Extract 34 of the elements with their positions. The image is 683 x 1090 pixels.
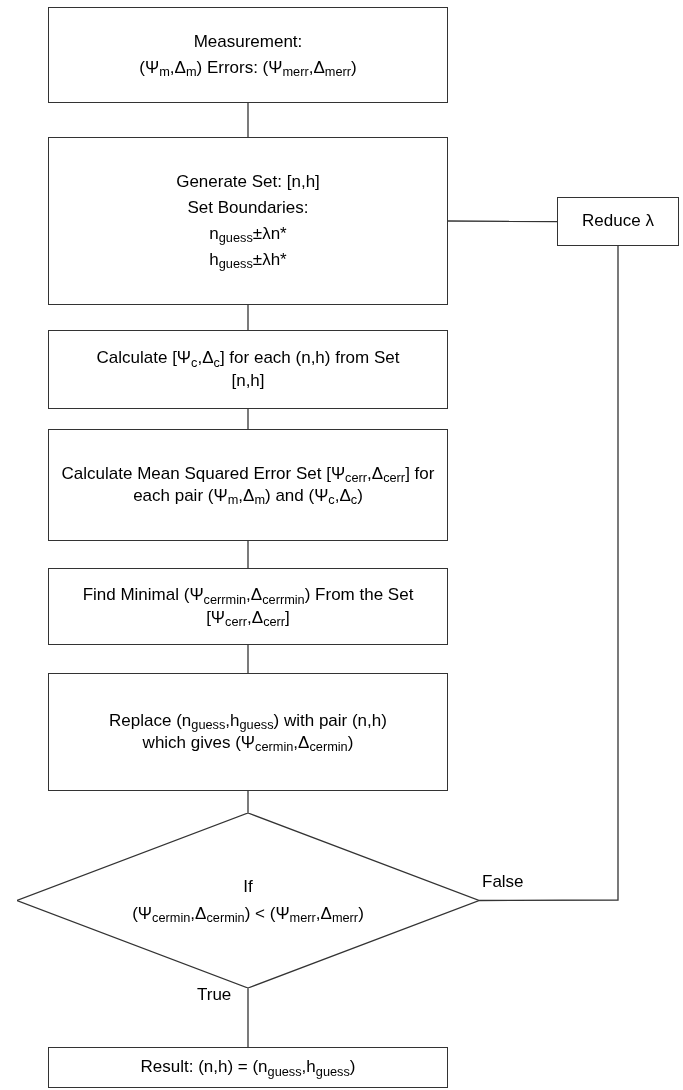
- connector-line: [247, 987, 249, 1048]
- step-text: n$_{guess}$±λn*: [209, 223, 287, 246]
- connector-line: [447, 220, 558, 223]
- process-box: [48, 673, 448, 791]
- connector-line: [478, 245, 619, 902]
- step-text: Find Minimal (Ψ$_{cerrmin}$,Δ$_{cerrmin}$) From the Set [Ψ$_{cerr}$,Δ$_{cerr}$]: [81, 584, 415, 629]
- step-text: Reduce λ: [582, 210, 654, 233]
- step-text: (Ψ$_{m}$,Δ$_{m}$) Errors: (Ψ$_{merr}$,Δ$_{merr}$): [139, 57, 357, 80]
- step-text: Calculate [Ψ$_{c}$,Δ$_{c}$] for each (n,h) from Set [n,h]: [95, 347, 401, 392]
- step-text: Replace (n$_{guess}$,h$_{guess}$) with pair (n,h) which gives (Ψ$_{cermin}$,Δ$_{cermin}$): [108, 709, 388, 755]
- connector-line: [247, 790, 249, 814]
- step-text: Set Boundaries:: [187, 196, 309, 219]
- connector-line: [247, 644, 249, 674]
- connector-line: [247, 540, 249, 569]
- process-box: [557, 197, 679, 246]
- step-text: h$_{guess}$±λh*: [209, 249, 287, 272]
- process-box: [48, 429, 448, 541]
- connector-line: [247, 304, 249, 331]
- step-text: If: [243, 876, 253, 899]
- connector-line: [247, 102, 249, 138]
- process-box: [48, 330, 448, 409]
- step-text: Generate Set: [n,h]: [176, 170, 320, 193]
- step-text: (Ψ$_{cermin}$,Δ$_{cermin}$) < (Ψ$_{merr}$,Δ$_{merr}$): [132, 902, 364, 925]
- step-text: Calculate Mean Squared Error Set [Ψ$_{cerr}$,Δ$_{cerr}$] for each pair (Ψ$_{m}$,Δ$_{m}$) and (Ψ$_{c}$,Δ$_{c}$): [60, 462, 436, 508]
- step-text: Result: (n,h) = (n$_{guess}$,h$_{guess}$): [140, 1056, 356, 1079]
- process-box: [48, 137, 448, 305]
- process-box: [48, 568, 448, 645]
- process-box: [48, 1047, 448, 1088]
- edge-label: True: [196, 986, 233, 1003]
- decision-diamond: [17, 813, 479, 988]
- process-box: [48, 7, 448, 103]
- step-text: Measurement:: [193, 30, 303, 53]
- edge-label: False: [481, 873, 525, 890]
- connector-line: [247, 408, 249, 430]
